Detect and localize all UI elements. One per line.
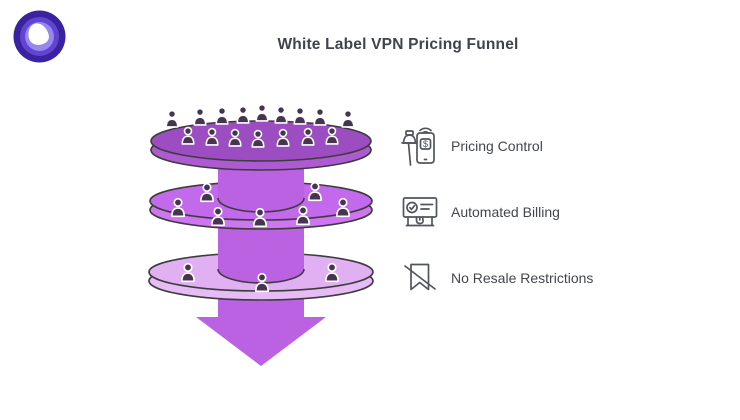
- billing-check-icon: [400, 190, 440, 234]
- logo-core-triangle: [28, 23, 49, 45]
- person-icon: [193, 107, 207, 126]
- feature-label: Pricing Control: [451, 138, 543, 154]
- person-icon: [255, 103, 269, 122]
- feature-label: Automated Billing: [451, 204, 560, 220]
- funnel-tier-top: [150, 103, 372, 171]
- feature-automated-billing: Automated Billing: [400, 190, 560, 234]
- page-title: White Label VPN Pricing Funnel: [277, 36, 519, 53]
- feature-pricing-control: $ Pricing Control: [400, 124, 543, 168]
- column-through-middle: [218, 175, 304, 212]
- person-icon: [236, 105, 250, 124]
- funnel-tier-bottom: [148, 235, 374, 301]
- column-through-bottom: [218, 235, 304, 283]
- pricing-funnel-illustration: [148, 103, 374, 366]
- funnel-tier-middle: [149, 175, 373, 230]
- person-icon: [165, 109, 179, 128]
- person-icon: [215, 106, 229, 125]
- no-bookmark-icon: [400, 256, 440, 300]
- person-icon: [274, 105, 288, 124]
- person-icon: [341, 109, 355, 128]
- person-icon: [313, 107, 327, 126]
- purevpn-logo: [13, 10, 66, 63]
- dollar-glyph: $: [423, 139, 428, 149]
- mobile-payment-icon: $: [400, 124, 440, 168]
- feature-label: No Resale Restrictions: [451, 270, 594, 286]
- person-icon: [293, 106, 307, 125]
- feature-no-resale-restrictions: No Resale Restrictions: [400, 256, 593, 300]
